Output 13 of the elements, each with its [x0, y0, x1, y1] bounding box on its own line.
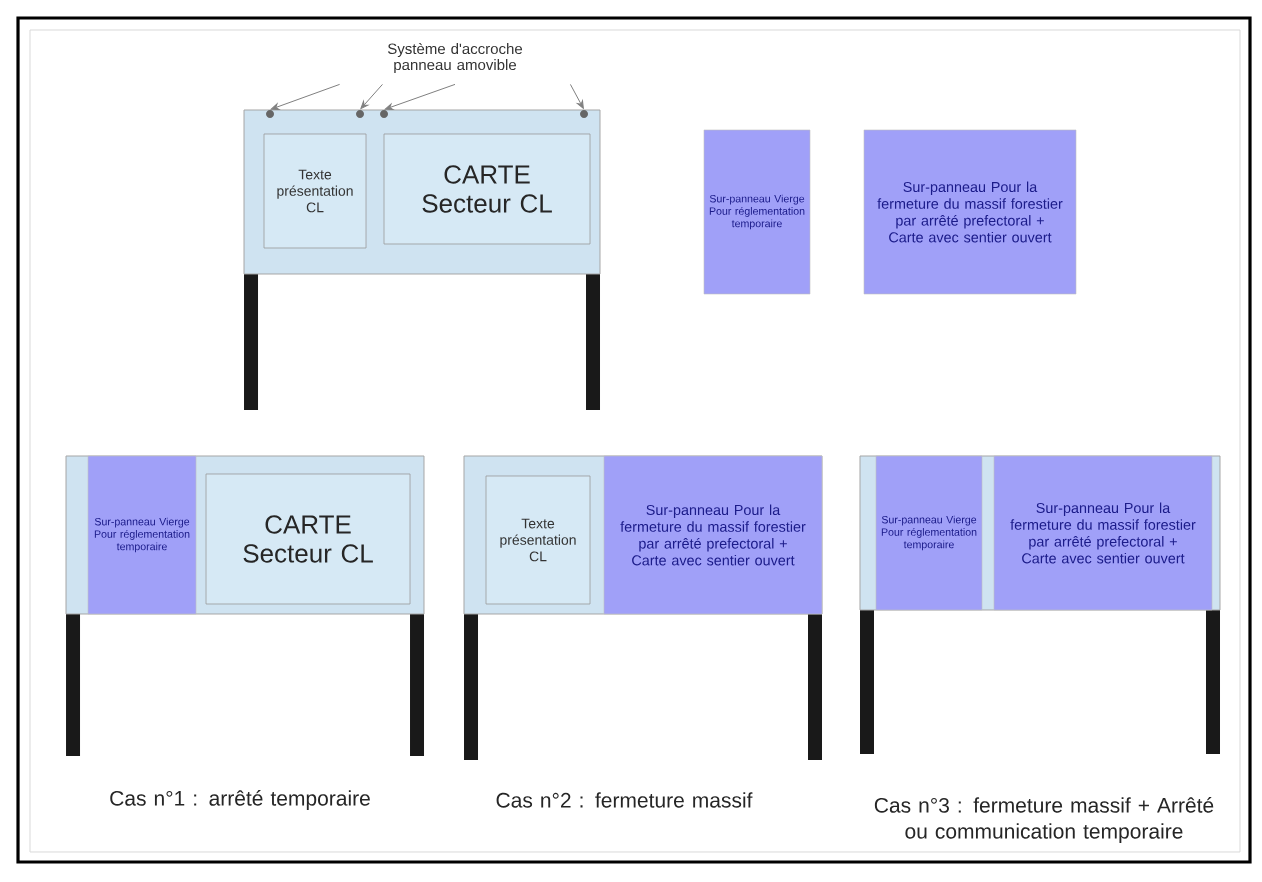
case-caption: Cas n°2 : fermeture massif: [496, 792, 753, 808]
leader-line: [384, 83, 456, 110]
leader-line: [360, 83, 383, 110]
map-panel: CARTE Secteur CL: [205, 473, 411, 605]
hook-point: [356, 110, 364, 118]
hook-point: [380, 110, 388, 118]
hook-point: [266, 110, 274, 118]
map-panel: CARTE Secteur CL: [383, 133, 591, 245]
leader-line: [270, 83, 341, 110]
leader-line: [569, 83, 584, 109]
case-caption: Cas n°1 : arrêté temporaire: [110, 790, 370, 810]
hook-point: [580, 110, 588, 118]
case-caption: Cas n°3 : fermeture massif + Arrêté ou communication temporaire: [874, 797, 1214, 843]
